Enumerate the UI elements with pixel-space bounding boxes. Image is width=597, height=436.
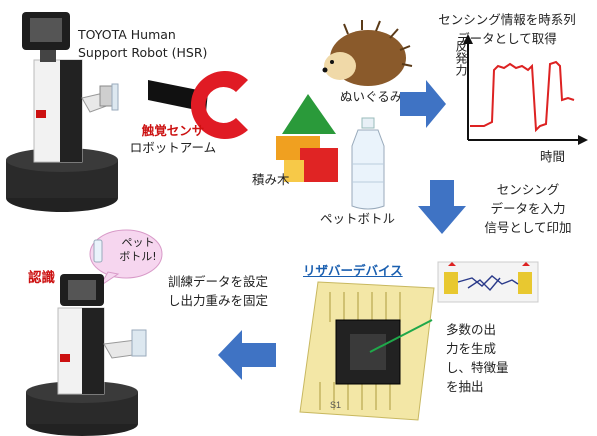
input-text-line3: 信号として印加 — [484, 220, 572, 235]
recognition-label: 認識 — [28, 270, 55, 286]
robot-arm-label: ロボットアーム — [129, 140, 217, 155]
chip-marking: S1 — [330, 400, 341, 410]
hsr-robot-image — [6, 12, 119, 212]
feature-text-line4: を抽出 — [446, 379, 484, 394]
graph-title-line1: センシング情報を時系列 — [438, 12, 576, 27]
bubble-text-line2: ボトル! — [119, 250, 157, 263]
bubble-text-line1: ペット — [121, 236, 155, 249]
tactile-sensor-image — [148, 71, 248, 139]
pet-bottle-image — [351, 117, 385, 210]
graph-xlabel: 時間 — [540, 149, 566, 164]
time-series-graph — [463, 34, 588, 145]
reservoir-chip-image: S1 — [299, 281, 435, 421]
pet-bottle-label: ペットボトル — [320, 211, 396, 226]
feature-text-line1: 多数の出 — [446, 322, 497, 337]
training-text-line2: し出力重みを固定 — [168, 293, 269, 308]
input-text-line1: センシング — [496, 182, 560, 197]
blocks-label: 積み木 — [252, 172, 290, 187]
hedgehog-toy-image — [322, 20, 413, 86]
graph-ylabel: 反発力 — [454, 40, 468, 76]
training-text-line1: 訓練データを設定 — [168, 274, 269, 289]
robot-name-line1: TOYOTA Human — [78, 27, 176, 42]
arrow-right-to-graph — [400, 80, 446, 128]
feature-text-line3: し、特徴量 — [446, 360, 509, 375]
speech-bubble — [89, 229, 163, 287]
input-text-line2: データを入力 — [490, 201, 566, 216]
building-blocks-image — [276, 94, 338, 182]
reservoir-network-inset — [437, 261, 539, 303]
arrow-left-output — [218, 330, 276, 380]
stuffed-toy-label: ぬいぐるみ — [340, 89, 403, 104]
hsr-robot-recognizing-image — [26, 274, 147, 436]
robot-name-line2: Support Robot (HSR) — [78, 45, 208, 60]
feature-text-line2: 力を生成 — [446, 341, 497, 356]
arrow-down-input — [418, 180, 466, 234]
reservoir-device-title: リザバーデバイス — [303, 263, 403, 278]
tactile-sensor-label: 触覚センサ — [141, 123, 205, 138]
graph-title-line2: データとして取得 — [457, 31, 557, 46]
